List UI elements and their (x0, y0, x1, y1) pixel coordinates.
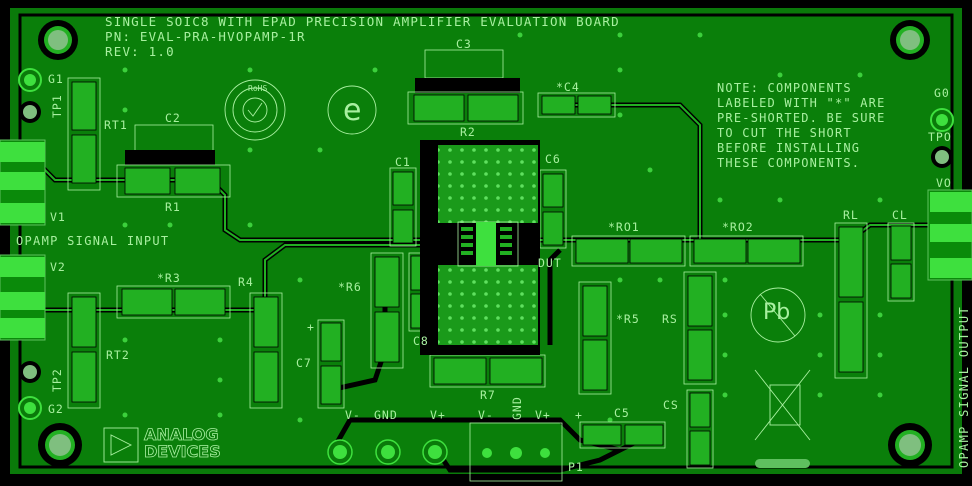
ref-TP1: TP1 (50, 94, 64, 118)
svg-text:e: e (343, 93, 361, 128)
test-points[interactable] (18, 68, 954, 420)
ref-G1: G1 (48, 72, 64, 86)
input-label: OPAMP SIGNAL INPUT (16, 234, 170, 248)
ref-C8: C8 (413, 334, 429, 348)
ref-R3: *R3 (157, 271, 181, 285)
rohs-text: RoHS (248, 84, 268, 93)
logo-line: DEVICES (144, 442, 222, 461)
ref-R6: *R6 (338, 280, 362, 294)
sma-connector-output-vo[interactable] (927, 189, 972, 281)
dut-opamp[interactable] (420, 140, 540, 355)
ref-G2: G2 (48, 402, 64, 416)
ref-R5: *R5 (616, 312, 640, 326)
mounting-holes (38, 20, 932, 467)
rohs-logo (224, 79, 286, 141)
ref-G0: G0 (934, 86, 950, 100)
board-title: SINGLE SOIC8 WITH EPAD PRECISION AMPLIFI… (105, 14, 620, 29)
ref-C4: *C4 (556, 80, 580, 94)
ref-C5: C5 (614, 406, 630, 420)
ref-C2: C2 (165, 111, 181, 125)
output-label: OPAMP SIGNAL OUTPUT (957, 306, 971, 468)
sma-connector-input-v2[interactable] (0, 254, 46, 341)
note-line: TO CUT THE SHORT (717, 126, 852, 140)
sma-connector-input-v1[interactable] (0, 139, 46, 226)
hdr-left-vplus: V+ (430, 408, 446, 422)
hdr-right-gnd: GND (510, 396, 524, 420)
lead-free-logo (750, 287, 806, 343)
note-block: NOTE: COMPONENTS LABELED WITH "*" ARE PR… (717, 81, 886, 171)
revision: REV: 1.0 (105, 44, 175, 59)
ref-RL: RL (843, 208, 859, 222)
ref-TPO: TPO (928, 130, 952, 144)
power-terminals[interactable] (327, 422, 563, 482)
ref-VO: VO (936, 176, 952, 190)
hdr-left-vminus: V- (345, 408, 361, 422)
note-line: THESE COMPONENTS. (717, 156, 861, 170)
ref-TP2: TP2 (50, 368, 64, 392)
ref-CL: CL (892, 208, 908, 222)
ref-RO2: *RO2 (722, 220, 754, 234)
ref-V1: V1 (50, 210, 66, 224)
weee-logo (754, 369, 811, 441)
ref-C1: C1 (395, 155, 411, 169)
ref-P1: P1 (568, 460, 584, 474)
ref-R4: R4 (238, 275, 254, 289)
ref-V2: V2 (50, 260, 66, 274)
ref-C7: C7 (296, 356, 312, 370)
stitching-vias (122, 32, 883, 423)
fiducial-bar (755, 459, 810, 468)
pb-text: Pb (763, 300, 791, 325)
logo-text: ANALOG DEVICES (144, 425, 222, 461)
ref-CS: CS (663, 398, 679, 412)
ref-DUT: DUT (538, 256, 562, 270)
recycle-e-logo: e (327, 85, 377, 135)
ref-RT1: RT1 (104, 118, 128, 132)
hdr-right-vplus: V+ (535, 408, 551, 422)
analog-devices-logo (103, 427, 139, 463)
ref-R7: R7 (480, 388, 496, 402)
part-number: PN: EVAL-PRA-HVOPAMP-1R (105, 29, 306, 44)
hdr-left-gnd: GND (374, 408, 398, 422)
hdr-right-vminus: V- (478, 408, 494, 422)
ref-R2: R2 (460, 125, 476, 139)
ref-C3: C3 (456, 37, 472, 51)
polarity-plus-c5: + (575, 408, 583, 422)
logo-line: ANALOG (144, 425, 219, 444)
note-line: LABELED WITH "*" ARE (717, 96, 886, 110)
ref-RO1: *RO1 (608, 220, 640, 234)
ref-R1: R1 (165, 200, 181, 214)
ref-C6: C6 (545, 152, 561, 166)
note-line: PRE-SHORTED. BE SURE (717, 111, 886, 125)
components[interactable] (67, 49, 915, 469)
note-line: BEFORE INSTALLING (717, 141, 861, 155)
ref-RS: RS (662, 312, 678, 326)
note-line: NOTE: COMPONENTS (717, 81, 852, 95)
polarity-plus-c7: + (307, 320, 315, 334)
ref-RT2: RT2 (106, 348, 130, 362)
